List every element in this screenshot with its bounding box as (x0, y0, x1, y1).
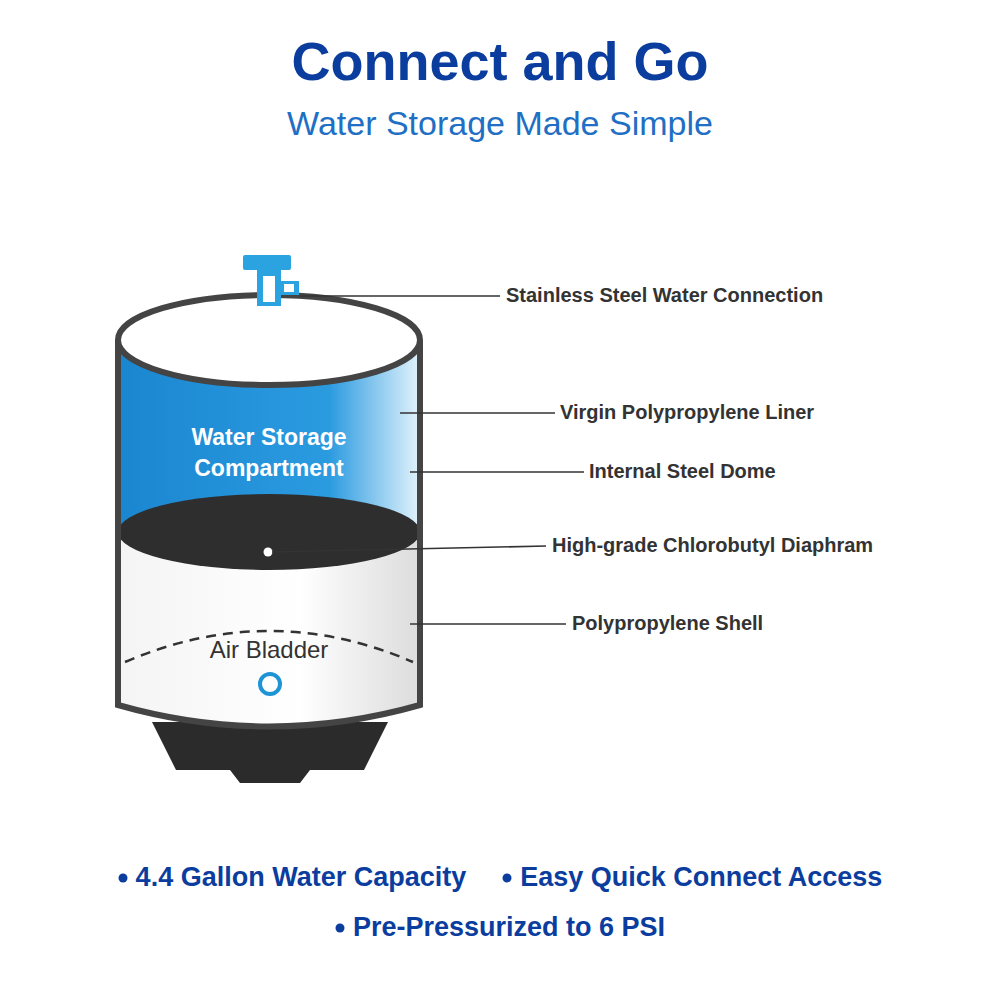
part-label: Internal Steel Dome (589, 460, 776, 483)
bullet (335, 923, 345, 933)
water-compartment: Water Storage Compartment (140, 422, 398, 484)
feature-row: Pre-Pressurized to 6 PSI (0, 912, 1000, 943)
feature-text: Easy Quick Connect Access (520, 862, 882, 893)
valve-stem (257, 268, 281, 306)
bullet-dot (118, 873, 127, 882)
part-label: Stainless Steel Water Connection (506, 284, 823, 307)
leader-line (410, 471, 584, 473)
part-label: Polypropylene Shell (572, 612, 763, 635)
part-label: Virgin Polypropylene Liner (560, 401, 814, 424)
bullet (502, 873, 512, 883)
feature-item: Pre-Pressurized to 6 PSI (335, 912, 665, 943)
feature-text: Pre-Pressurized to 6 PSI (353, 912, 665, 943)
tank-body (118, 340, 420, 727)
part-label: High-grade Chlorobutyl Diaphram (552, 534, 873, 557)
region-label: Air Bladder (210, 634, 329, 666)
valve-bore (263, 276, 275, 302)
bullet-dot (503, 873, 512, 882)
valve-outlet-bore (284, 284, 294, 292)
tank-top (118, 295, 420, 385)
air-valve (260, 674, 280, 694)
water-connection (243, 255, 299, 306)
diaphragm (118, 494, 420, 570)
valve-handle (243, 255, 291, 270)
tank-base (152, 722, 388, 783)
leader-line (272, 546, 546, 552)
bullet (118, 873, 128, 883)
leader-line (300, 295, 500, 297)
feature-row: 4.4 Gallon Water Capacity Easy Quick Conn… (0, 862, 1000, 893)
feature-item: 4.4 Gallon Water Capacity (118, 862, 467, 893)
valve-outlet (279, 281, 299, 295)
diaphragm-dot (264, 548, 273, 557)
feature-item: Easy Quick Connect Access (502, 862, 882, 893)
leader-line (410, 623, 566, 625)
air-bladder: Air Bladder (150, 634, 388, 666)
subtitle: Water Storage Made Simple (0, 104, 1000, 143)
leader-line (400, 412, 555, 414)
title: Connect and Go (0, 30, 1000, 92)
bullet-dot (335, 923, 344, 932)
region-label: Water Storage Compartment (140, 422, 398, 484)
tank-outline (118, 340, 420, 727)
feature-text: 4.4 Gallon Water Capacity (136, 862, 467, 893)
